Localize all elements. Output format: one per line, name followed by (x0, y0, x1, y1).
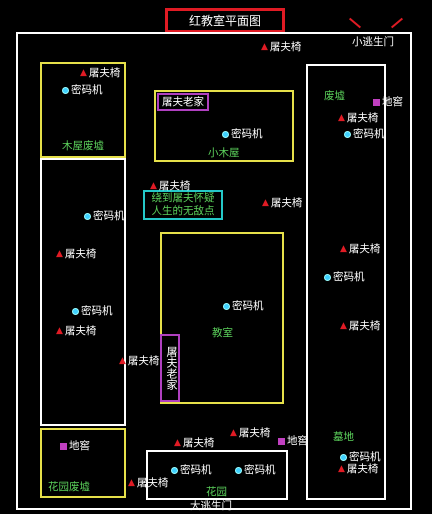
cipher-marker: 密码机 (62, 84, 103, 97)
red-triangle-icon: ▲ (56, 326, 63, 336)
purple-square-icon (60, 443, 67, 450)
chair-marker: ▲屠夫椅 (340, 243, 381, 255)
hint-line-2: 人生的无敌点 (151, 205, 215, 217)
chair-marker: ▲屠夫椅 (119, 355, 160, 367)
red-triangle-icon: ▲ (340, 244, 347, 254)
cyan-dot-icon (235, 467, 242, 474)
red-triangle-icon: ▲ (261, 42, 268, 52)
chair-marker: ▲屠夫椅 (340, 320, 381, 332)
cyan-dot-icon (222, 131, 229, 138)
small-exit-marker-left (348, 17, 362, 29)
garden-ruins-label: 花园废墟 (48, 481, 90, 493)
outer-wall (16, 32, 412, 510)
chair-marker: ▲屠夫椅 (174, 437, 215, 449)
cyan-dot-icon (84, 213, 91, 220)
cipher-marker: 密码机 (235, 464, 276, 477)
purple-square-icon (278, 438, 285, 445)
cyan-dot-icon (344, 131, 351, 138)
red-triangle-icon: ▲ (230, 428, 237, 438)
cyan-dot-icon (72, 308, 79, 315)
chair-marker: ▲屠夫椅 (80, 67, 121, 79)
red-triangle-icon: ▲ (338, 113, 345, 123)
chair-marker: ▲屠夫椅 (262, 197, 303, 209)
hatch-marker: 地窖 (60, 440, 90, 453)
hatch-marker: 地窖 (373, 96, 403, 109)
chair-marker: ▲屠夫椅 (338, 112, 379, 124)
small-exit-label: 小逃生门 (352, 36, 394, 48)
red-triangle-icon: ▲ (174, 438, 181, 448)
cipher-marker: 密码机 (340, 451, 381, 464)
hint-line-1: 绕到屠夫怀疑 (151, 192, 215, 204)
small-cabin-zone (154, 90, 294, 162)
cyan-dot-icon (324, 274, 331, 281)
cipher-marker: 密码机 (171, 464, 212, 477)
wood-ruins-zone (40, 62, 126, 158)
right-corridor-wall (306, 64, 386, 500)
cipher-marker: 密码机 (344, 128, 385, 141)
garden-ruins-zone (40, 428, 126, 498)
graveyard-label: 墓地 (333, 431, 354, 443)
butcher-home-top: 屠夫老家 (157, 93, 209, 111)
classroom-label: 教室 (212, 327, 233, 339)
cipher-marker: 密码机 (222, 128, 263, 141)
cyan-dot-icon (340, 454, 347, 461)
red-triangle-icon: ▲ (119, 356, 126, 366)
big-exit-label: 大逃生门 (190, 500, 232, 512)
red-triangle-icon: ▲ (80, 68, 87, 78)
red-triangle-icon: ▲ (128, 478, 135, 488)
red-triangle-icon: ▲ (338, 464, 345, 474)
chair-marker: ▲屠夫椅 (338, 463, 379, 475)
red-triangle-icon: ▲ (56, 249, 63, 259)
garden-label: 花园 (206, 486, 227, 498)
cipher-marker: 密码机 (324, 271, 365, 284)
butcher-home-vertical: 屠夫老家 (160, 334, 180, 402)
chair-marker: ▲屠夫椅 (56, 248, 97, 260)
chair-marker: ▲屠夫椅 (56, 325, 97, 337)
cyan-dot-icon (223, 303, 230, 310)
map-title: 红教室平面图 (165, 8, 285, 33)
chair-marker: ▲屠夫椅 (230, 427, 271, 439)
classroom-zone (160, 232, 284, 404)
cyan-dot-icon (62, 87, 69, 94)
red-triangle-icon: ▲ (262, 198, 269, 208)
red-triangle-icon: ▲ (340, 321, 347, 331)
garden-wall (146, 450, 288, 500)
small-cabin-label: 小木屋 (208, 147, 240, 159)
cipher-marker: 密码机 (223, 300, 264, 313)
cipher-marker: 密码机 (84, 210, 125, 223)
purple-square-icon (373, 99, 380, 106)
small-exit-marker-right (390, 17, 404, 29)
chair-marker: ▲屠夫椅 (150, 180, 191, 192)
ruins-label: 废墟 (324, 90, 345, 102)
hint-box: 绕到屠夫怀疑 人生的无敌点 (143, 190, 223, 220)
chair-marker: ▲屠夫椅 (261, 41, 302, 53)
wood-ruins-label: 木屋废墟 (62, 140, 104, 152)
hatch-marker: 地窖 (278, 435, 308, 448)
chair-marker: ▲屠夫椅 (128, 477, 169, 489)
red-triangle-icon: ▲ (150, 181, 157, 191)
left-corridor-wall (40, 158, 126, 426)
cipher-marker: 密码机 (72, 305, 113, 318)
cyan-dot-icon (171, 467, 178, 474)
